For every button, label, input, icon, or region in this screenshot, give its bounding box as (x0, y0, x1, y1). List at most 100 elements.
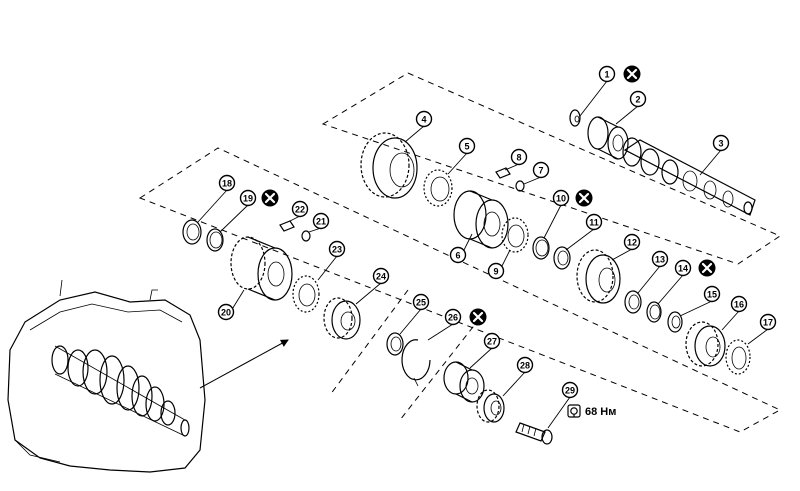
callout-circle (674, 259, 692, 277)
callout-19: 19 (219, 189, 279, 233)
callout-circle (561, 381, 579, 399)
torque-value: 68 Нм (585, 406, 616, 418)
callout-leader-line (699, 149, 722, 176)
callout-16: 16 (721, 295, 748, 331)
callout-leader-line (543, 204, 562, 239)
callout-24: 24 (355, 267, 390, 305)
callout-circle (458, 137, 476, 155)
callout-leader-line (197, 189, 228, 223)
callout-20: 20 (217, 289, 245, 321)
callout-leader-line (579, 80, 608, 117)
callout-number: 28 (520, 361, 530, 371)
callout-28: 28 (502, 356, 534, 397)
callout-circle (483, 332, 501, 350)
callout-9: 9 (487, 249, 511, 280)
callout-14: 14 (657, 259, 716, 305)
callout-circle (239, 189, 257, 207)
callout-number: 16 (734, 300, 744, 310)
callout-circle (510, 148, 528, 166)
gear-part-28 (476, 389, 505, 423)
callout-6: 6 (449, 233, 473, 264)
callout-circle (291, 200, 309, 218)
gear-part-12 (576, 249, 621, 304)
callout-10: 10 (543, 189, 593, 239)
bearing-part-2 (587, 116, 629, 160)
callout-number: 7 (538, 166, 543, 176)
replace-part-icon (469, 308, 487, 326)
callout-circle (217, 303, 235, 321)
torque-spec: 68 Нм (567, 404, 616, 418)
replace-part-icon (575, 189, 593, 207)
group-separator-line-1 (329, 289, 409, 396)
countershaft-group-dashed-box (138, 147, 782, 433)
callout-number: 9 (493, 267, 498, 277)
thrust-washer-part-11 (553, 246, 571, 270)
spring-part-7 (515, 180, 525, 192)
snap-ring-part-14 (646, 301, 662, 323)
callout-number: 4 (421, 115, 426, 125)
callout-number: 10 (556, 194, 566, 204)
callout-number: 19 (243, 194, 253, 204)
callout-leader-line (427, 323, 454, 341)
callout-number: 11 (589, 218, 599, 228)
callout-3: 3 (699, 134, 730, 176)
inset-pointer-arrow (199, 339, 289, 389)
bearing-part-27 (443, 361, 485, 403)
callout-leader-line (404, 125, 425, 143)
callout-leader-line (615, 105, 639, 125)
mainshaft-part-3 (622, 137, 756, 216)
callout-number: 15 (707, 290, 717, 300)
insert-key-part-8 (495, 167, 511, 179)
synchronizer-ring-part-23 (292, 275, 320, 313)
callout-circle (629, 90, 647, 108)
callout-circle (218, 174, 236, 192)
callout-leader-line (469, 347, 493, 369)
mainshaft-group-dashed-box (321, 72, 782, 265)
synchronizer-ring-part-5 (423, 169, 453, 207)
callout-number: 27 (487, 337, 497, 347)
callout-circle (585, 213, 603, 231)
callout-circle (372, 267, 390, 285)
callout-leader-line (523, 176, 542, 185)
callout-circle (730, 295, 748, 313)
gear-part-4 (360, 132, 418, 199)
callout-18: 18 (197, 174, 236, 223)
callout-number: 12 (627, 238, 637, 248)
callout-number: 13 (655, 255, 665, 265)
callout-number: 8 (516, 153, 521, 163)
synchronizer-hub-part-6 (453, 190, 509, 249)
part-callouts: 1234567891011121314151617181920212223242… (197, 65, 777, 429)
callout-circle (412, 293, 430, 311)
callout-21: 21 (308, 212, 330, 233)
callout-11: 11 (565, 213, 603, 251)
thrust-washer-part-25 (386, 332, 404, 356)
callout-25: 25 (399, 293, 430, 335)
callout-leader-line (504, 163, 520, 171)
callout-leader-line (747, 328, 769, 345)
shaft-assembly-in-housing (51, 345, 190, 437)
gear-part-20 (230, 236, 293, 301)
callout-leader-line (502, 371, 526, 397)
callout-number: 23 (332, 245, 342, 255)
synchronizer-ring-part-9 (501, 217, 529, 253)
snap-ring-part-10 (532, 236, 550, 260)
callout-leader-line (611, 248, 633, 261)
callout-number: 5 (464, 142, 469, 152)
callout-leader-line (399, 308, 422, 335)
replace-part-icon (261, 189, 279, 207)
thrust-washer-part-18 (182, 219, 202, 245)
callout-leader-line (637, 265, 661, 294)
transmission-housing-inset (7, 279, 206, 473)
group-separator-line-2 (399, 317, 481, 421)
callout-22: 22 (289, 200, 309, 222)
callout-leader-line (219, 204, 249, 233)
callout-circle (759, 313, 777, 331)
callout-circle (651, 250, 669, 268)
callout-number: 1 (604, 70, 609, 80)
callout-15: 15 (679, 285, 721, 317)
callout-23: 23 (317, 240, 346, 281)
callout-leader-line (355, 282, 382, 305)
callout-circle (598, 65, 616, 83)
callout-circle (712, 134, 730, 152)
